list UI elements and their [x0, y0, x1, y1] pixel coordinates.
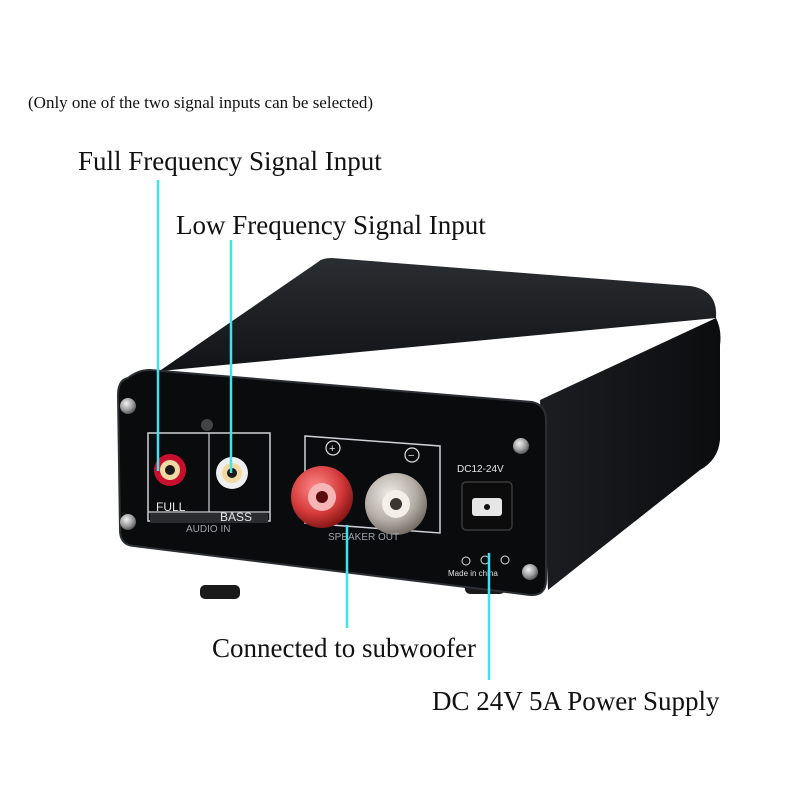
minus-icon: − — [408, 450, 414, 462]
leader-lines — [156, 180, 491, 680]
screw-icon — [513, 438, 529, 454]
enclosure-top — [150, 258, 717, 372]
full-jack-label: FULL — [156, 500, 186, 514]
audio-in-label: AUDIO IN — [186, 524, 230, 535]
screw-icon — [120, 398, 136, 414]
dc-rating-label: DC12-24V — [457, 464, 504, 475]
full-rca-jack — [154, 454, 186, 486]
ground-screw-icon — [201, 419, 213, 431]
screw-icon — [120, 514, 136, 530]
speaker-out-label: SPEAKER OUT — [328, 532, 399, 543]
plus-icon: + — [329, 443, 335, 455]
selection-note: (Only one of the two signal inputs can b… — [28, 93, 374, 112]
made-in-label: Made in china — [448, 569, 498, 578]
power-supply-label: DC 24V 5A Power Supply — [432, 686, 720, 716]
negative-binding-post — [365, 473, 427, 535]
positive-binding-post — [291, 466, 353, 528]
enclosure-side — [540, 318, 721, 590]
low-frequency-label: Low Frequency Signal Input — [176, 210, 486, 240]
subwoofer-label: Connected to subwoofer — [212, 633, 476, 663]
screw-icon — [522, 564, 538, 580]
foot-left — [200, 585, 240, 599]
full-frequency-label: Full Frequency Signal Input — [78, 146, 382, 176]
bass-jack-label: BASS — [220, 510, 252, 524]
